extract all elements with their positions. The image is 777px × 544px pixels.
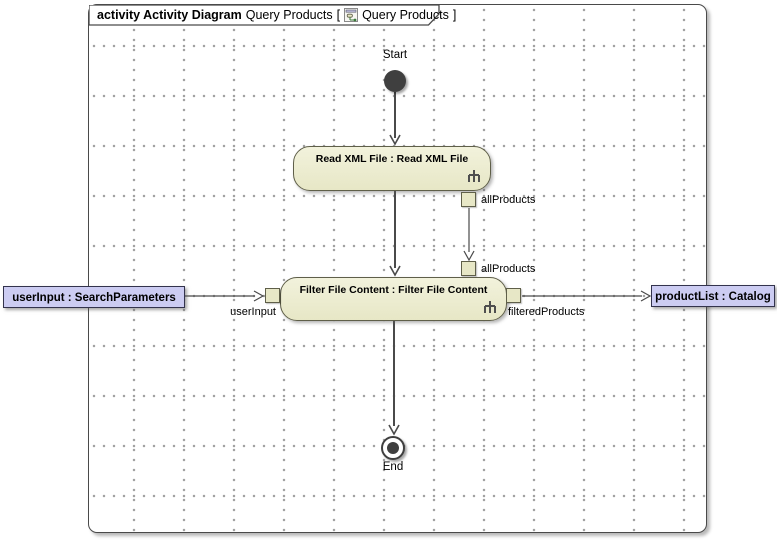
- initial-node[interactable]: [384, 70, 406, 92]
- activity-final-node[interactable]: [381, 436, 405, 460]
- action-filter-file-content[interactable]: Filter File Content : Filter File Conten…: [280, 277, 507, 321]
- pin-label-allproducts-in: allProducts: [481, 263, 536, 275]
- action-filter-label: Filter File Content : Filter File Conten…: [299, 284, 488, 296]
- parameter-node-productlist[interactable]: productList : Catalog: [651, 285, 775, 307]
- pin-label-allproducts-out: allProducts: [481, 194, 536, 206]
- frame-bracket-open: [: [336, 8, 341, 22]
- frame-title[interactable]: activity Activity Diagram Query Products…: [97, 7, 456, 23]
- action-read-label: Read XML File : Read XML File: [315, 153, 469, 165]
- action-read-xml-file[interactable]: Read XML File : Read XML File: [293, 146, 491, 191]
- rake-icon: [468, 170, 480, 182]
- frame-kind-label: activity Activity Diagram: [97, 8, 242, 22]
- final-node-dot: [387, 442, 399, 454]
- activity-diagram-icon: [344, 8, 359, 22]
- output-pin-filteredproducts[interactable]: [506, 288, 521, 303]
- frame-diagram-ref: Query Products: [362, 8, 449, 22]
- end-node-label: End: [382, 461, 404, 473]
- pin-label-filteredproducts: filteredProducts: [508, 306, 585, 318]
- frame-diagram-name: Query Products: [245, 8, 333, 22]
- parameter-userinput-label: userInput : SearchParameters: [12, 292, 176, 304]
- input-pin-userinput[interactable]: [265, 288, 280, 303]
- parameter-productlist-label: productList : Catalog: [655, 291, 771, 303]
- start-node-label: Start: [382, 49, 408, 61]
- rake-icon: [484, 301, 496, 313]
- input-pin-allproducts[interactable]: [461, 261, 476, 276]
- output-pin-allproducts[interactable]: [461, 192, 476, 207]
- frame-bracket-close: ]: [452, 8, 457, 22]
- parameter-node-userinput[interactable]: userInput : SearchParameters: [3, 286, 185, 308]
- pin-label-userinput: userInput: [230, 306, 276, 318]
